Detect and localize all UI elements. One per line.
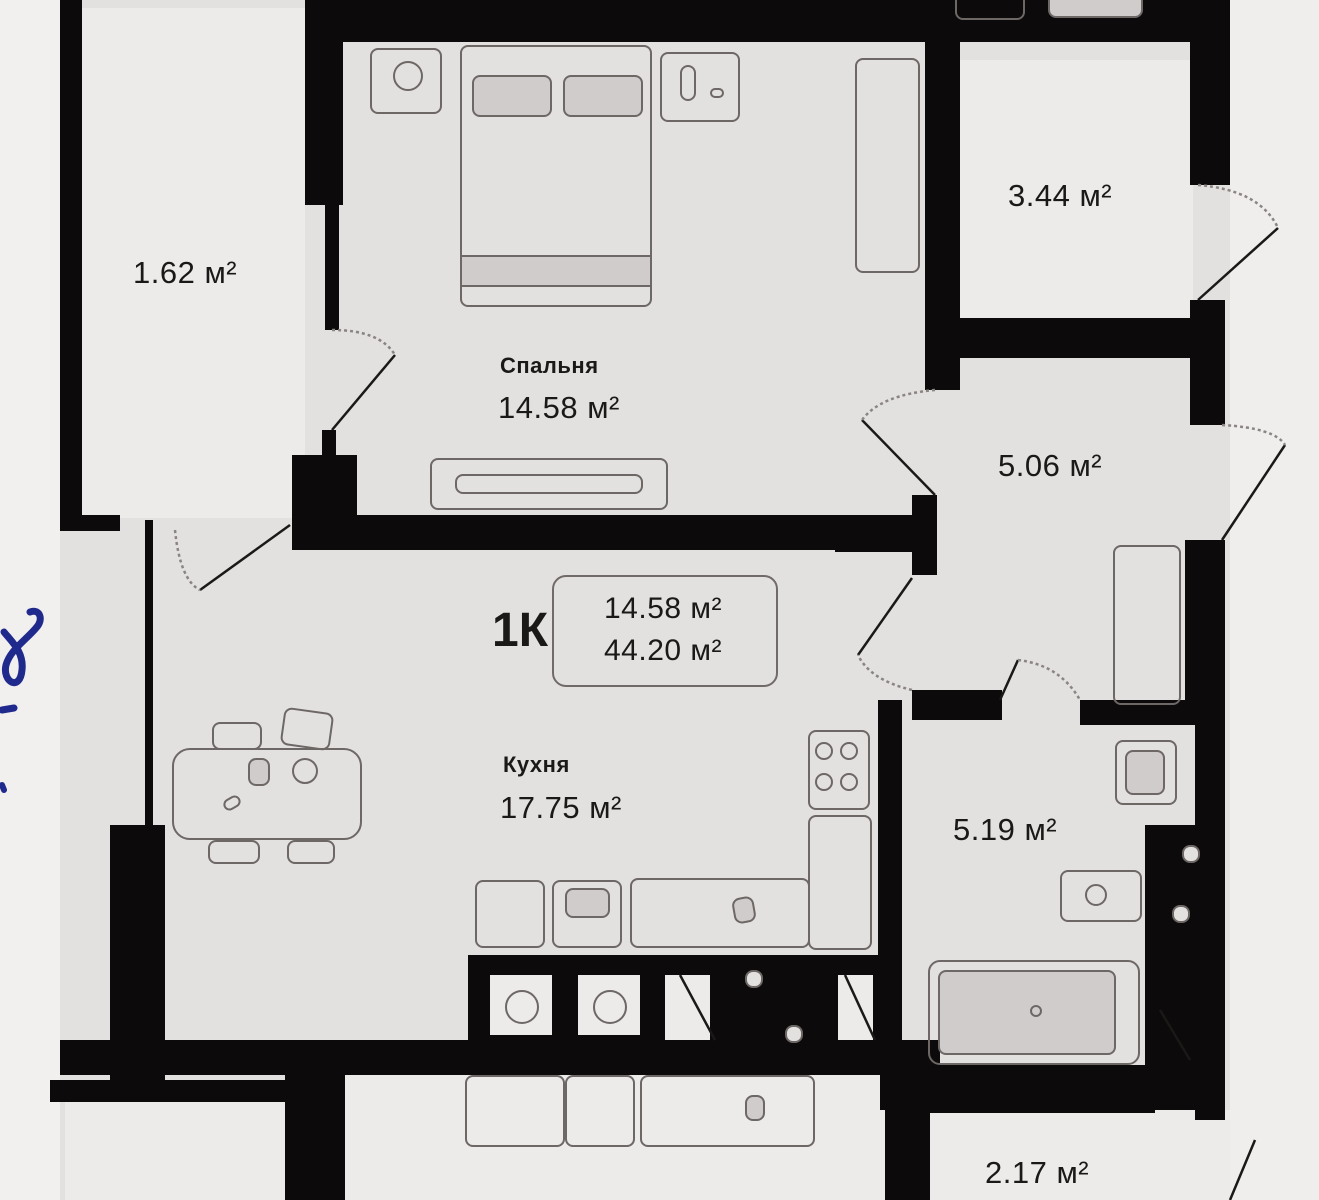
living-area-total: 14.58 м² [604, 592, 723, 625]
washing-machine-drum [505, 990, 539, 1024]
glasses-icon [710, 88, 724, 98]
area-storage-left: 1.62 м² [133, 255, 238, 290]
lamp-icon [393, 61, 423, 91]
wall-storage-bedroom-upper [305, 0, 343, 205]
summary-badge [552, 575, 778, 687]
wall-column [292, 455, 357, 550]
bathroom-sink [1115, 740, 1177, 805]
paper-margin [0, 0, 60, 1200]
area-neighbor-room: 2.17 м² [985, 1155, 1090, 1190]
area-storage-top-right: 3.44 м² [1008, 178, 1113, 213]
wall-kitchen-left [110, 825, 165, 1080]
wall-right-outer-lower [1185, 540, 1225, 720]
pillow-right [563, 75, 643, 117]
handwritten-mark-icon [0, 607, 44, 793]
toilet-bowl [1085, 884, 1107, 906]
burner-1 [815, 742, 833, 760]
burner-4 [840, 773, 858, 791]
nightstand-left [370, 48, 442, 114]
wall-bedroom-right-lower [912, 495, 937, 575]
bed-blanket-fold [460, 255, 652, 287]
plate-icon [292, 758, 318, 784]
bathtub [928, 960, 1140, 1065]
neighbor-sink [565, 1075, 635, 1147]
cup-icon [248, 758, 270, 786]
wall-bedroom-bottom [355, 515, 925, 550]
counter-corner [808, 815, 872, 950]
vent-grille-1 [1182, 845, 1200, 863]
dining-table [172, 748, 362, 840]
wall-kitchen-left-thin [145, 520, 153, 830]
chair-top-left [212, 722, 262, 750]
bathroom-sink-basin [1125, 750, 1165, 795]
radiator-inner [455, 474, 643, 494]
vent-grille-3 [745, 970, 763, 988]
wall-storage-bedroom-lower [322, 430, 336, 460]
room-hallway [935, 355, 1185, 700]
chair-bottom-right [287, 840, 335, 864]
total-area: 44.20 м² [604, 634, 723, 667]
neighbor-top-fixture-1 [955, 0, 1025, 20]
wardrobe [855, 58, 920, 273]
room-storage-left [80, 8, 305, 518]
wall-bedroom-bottom-notch [835, 530, 915, 552]
wall-storage-bottom [60, 515, 120, 531]
wall-bottom-divider-left [50, 1080, 340, 1102]
counter-main [630, 878, 810, 948]
vent-grille-4 [785, 1025, 803, 1043]
wall-bathroom-left [878, 700, 902, 1040]
neighbor-counter-left [465, 1075, 565, 1147]
nightstand-right [660, 52, 740, 122]
toilet [1060, 870, 1142, 922]
area-kitchen: 17.75 м² [500, 790, 622, 825]
wall-storage-tr-bottom [925, 318, 1200, 358]
room-name-bedroom: Спальня [500, 353, 599, 378]
vent-grille-2 [1172, 905, 1190, 923]
area-hallway: 5.06 м² [998, 448, 1103, 483]
chair-top-right [279, 706, 335, 752]
wall-left-outer [60, 0, 82, 530]
wall-kitchen-bottom [60, 1040, 940, 1075]
room-storage-top-right [958, 60, 1193, 320]
neighbor-board-icon [745, 1095, 765, 1121]
cutting-board-icon [730, 895, 758, 925]
sink-basin-icon [565, 888, 610, 918]
wall-hallway-left-lower [912, 690, 1002, 720]
radiator [430, 458, 668, 510]
hallway-wardrobe [1113, 545, 1181, 705]
room-neighbor-bottom-mid [345, 1075, 885, 1200]
shaft-slot-3 [665, 975, 710, 1040]
chair-bottom-left [208, 840, 260, 864]
phone-icon [680, 65, 696, 101]
wall-bottom-divider-right [925, 1085, 1155, 1113]
burner-2 [840, 742, 858, 760]
shaft-slot-4 [838, 975, 873, 1040]
stove [808, 730, 870, 810]
dishwasher-drum [593, 990, 627, 1024]
wall-right-shaft [1195, 720, 1225, 1120]
wall-bottom-divider-mid [885, 1070, 930, 1200]
neighbor-counter-main [640, 1075, 815, 1147]
area-bathroom: 5.19 м² [953, 812, 1058, 847]
neighbor-top-fixture-2 [1048, 0, 1143, 18]
area-bedroom: 14.58 м² [498, 390, 620, 425]
room-name-kitchen: Кухня [503, 752, 570, 777]
wall-right-outer [1190, 300, 1225, 425]
room-neighbor-bottom-left [65, 1100, 285, 1200]
counter-left [475, 880, 545, 948]
bed [460, 45, 652, 307]
wall-storage-bedroom-thin [325, 205, 339, 330]
bathtub-drain [1030, 1005, 1042, 1017]
bathtub-inner [938, 970, 1116, 1055]
burner-3 [815, 773, 833, 791]
pillow-left [472, 75, 552, 117]
kitchen-sink [552, 880, 622, 948]
wall-bottom-divider-col [285, 1075, 345, 1200]
apartment-type: 1К [492, 604, 548, 657]
wall-storage-tr-right [1190, 0, 1230, 185]
room-neighbor-bottom [930, 1110, 1230, 1200]
